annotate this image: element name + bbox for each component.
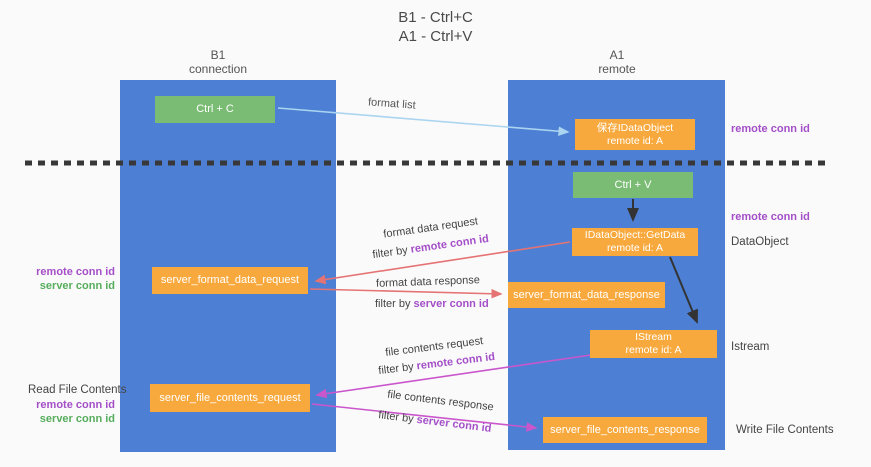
left-conn-id-stack-top: remote conn id server conn id xyxy=(10,266,115,293)
format-list-arrow xyxy=(277,107,570,136)
left-conn-id-stack-bottom: remote conn id server conn id xyxy=(10,399,115,426)
istream-line2: remote id: A xyxy=(625,344,682,356)
istream-line1: IStream xyxy=(635,331,672,343)
istream-annotation: Istream xyxy=(731,341,770,353)
node-save-idataobject: 保存IDataObject remote id: A xyxy=(575,119,695,150)
save-idataobject-line1: 保存IDataObject xyxy=(596,121,674,134)
column-a1-name: A1 xyxy=(609,48,625,62)
getdata-line1: IDataObject::GetData xyxy=(584,229,686,241)
node-server-format-data-response: server_format_data_response xyxy=(508,282,665,308)
server-format-data-response-label: server_format_data_response xyxy=(513,288,660,301)
dataobject-annotation: DataObject xyxy=(731,236,789,248)
right-remote-conn-id-mid: remote conn id xyxy=(731,211,810,223)
file-contents-response-arrow xyxy=(311,403,538,432)
server-file-contents-request-label: server_file_contents_request xyxy=(159,391,301,404)
column-b1-name: B1 xyxy=(210,48,226,62)
node-ctrl-v: Ctrl + V xyxy=(573,172,693,198)
server-format-data-request-label: server_format_data_request xyxy=(160,274,300,286)
save-idataobject-line2: remote id: A xyxy=(606,134,664,147)
getdata-line2: remote id: A xyxy=(606,242,664,254)
node-server-file-contents-request: server_file_contents_request xyxy=(150,384,310,412)
left-remote-conn-id-top: remote conn id xyxy=(36,266,115,278)
ctrl-v-label: Ctrl + V xyxy=(614,178,652,191)
left-server-conn-id-top: server conn id xyxy=(39,279,115,292)
write-file-contents-annotation: Write File Contents xyxy=(736,424,834,436)
format-data-request-arrow xyxy=(314,241,571,285)
ctrl-c-label: Ctrl + C xyxy=(196,103,234,115)
node-ctrl-c: Ctrl + C xyxy=(155,96,275,123)
node-server-format-data-request: server_format_data_request xyxy=(152,267,308,294)
filter-by-text-2: filter by xyxy=(375,298,414,310)
server-conn-id-text-1: server conn id xyxy=(413,298,489,310)
column-b1-subtitle: connection xyxy=(188,62,248,76)
title-line-2: A1 - Ctrl+V xyxy=(398,28,473,45)
left-remote-conn-id-bottom: remote conn id xyxy=(36,399,115,411)
right-remote-conn-id-top: remote conn id xyxy=(731,123,810,135)
column-header-b1: B1 connection xyxy=(148,48,288,76)
server-file-contents-response-label: server_file_contents_response xyxy=(550,423,700,436)
read-file-contents-annotation: Read File Contents xyxy=(28,384,127,396)
format-data-response-filter-label: filter by server conn id xyxy=(375,298,489,310)
column-a1-subtitle: remote xyxy=(598,62,636,76)
node-istream: IStream remote id: A xyxy=(590,330,717,358)
getdata-to-istream-arrow xyxy=(669,256,698,324)
node-server-file-contents-response: server_file_contents_response xyxy=(543,417,707,443)
file-contents-request-arrow xyxy=(315,354,592,399)
diagram-title: B1 - Ctrl+C A1 - Ctrl+V xyxy=(0,8,871,46)
title-line-1: B1 - Ctrl+C xyxy=(398,9,473,26)
node-idataobject-getdata: IDataObject::GetData remote id: A xyxy=(572,228,698,256)
left-server-conn-id-bottom: server conn id xyxy=(39,412,115,425)
format-data-response-arrow xyxy=(309,288,503,299)
column-header-a1: A1 remote xyxy=(547,48,687,76)
